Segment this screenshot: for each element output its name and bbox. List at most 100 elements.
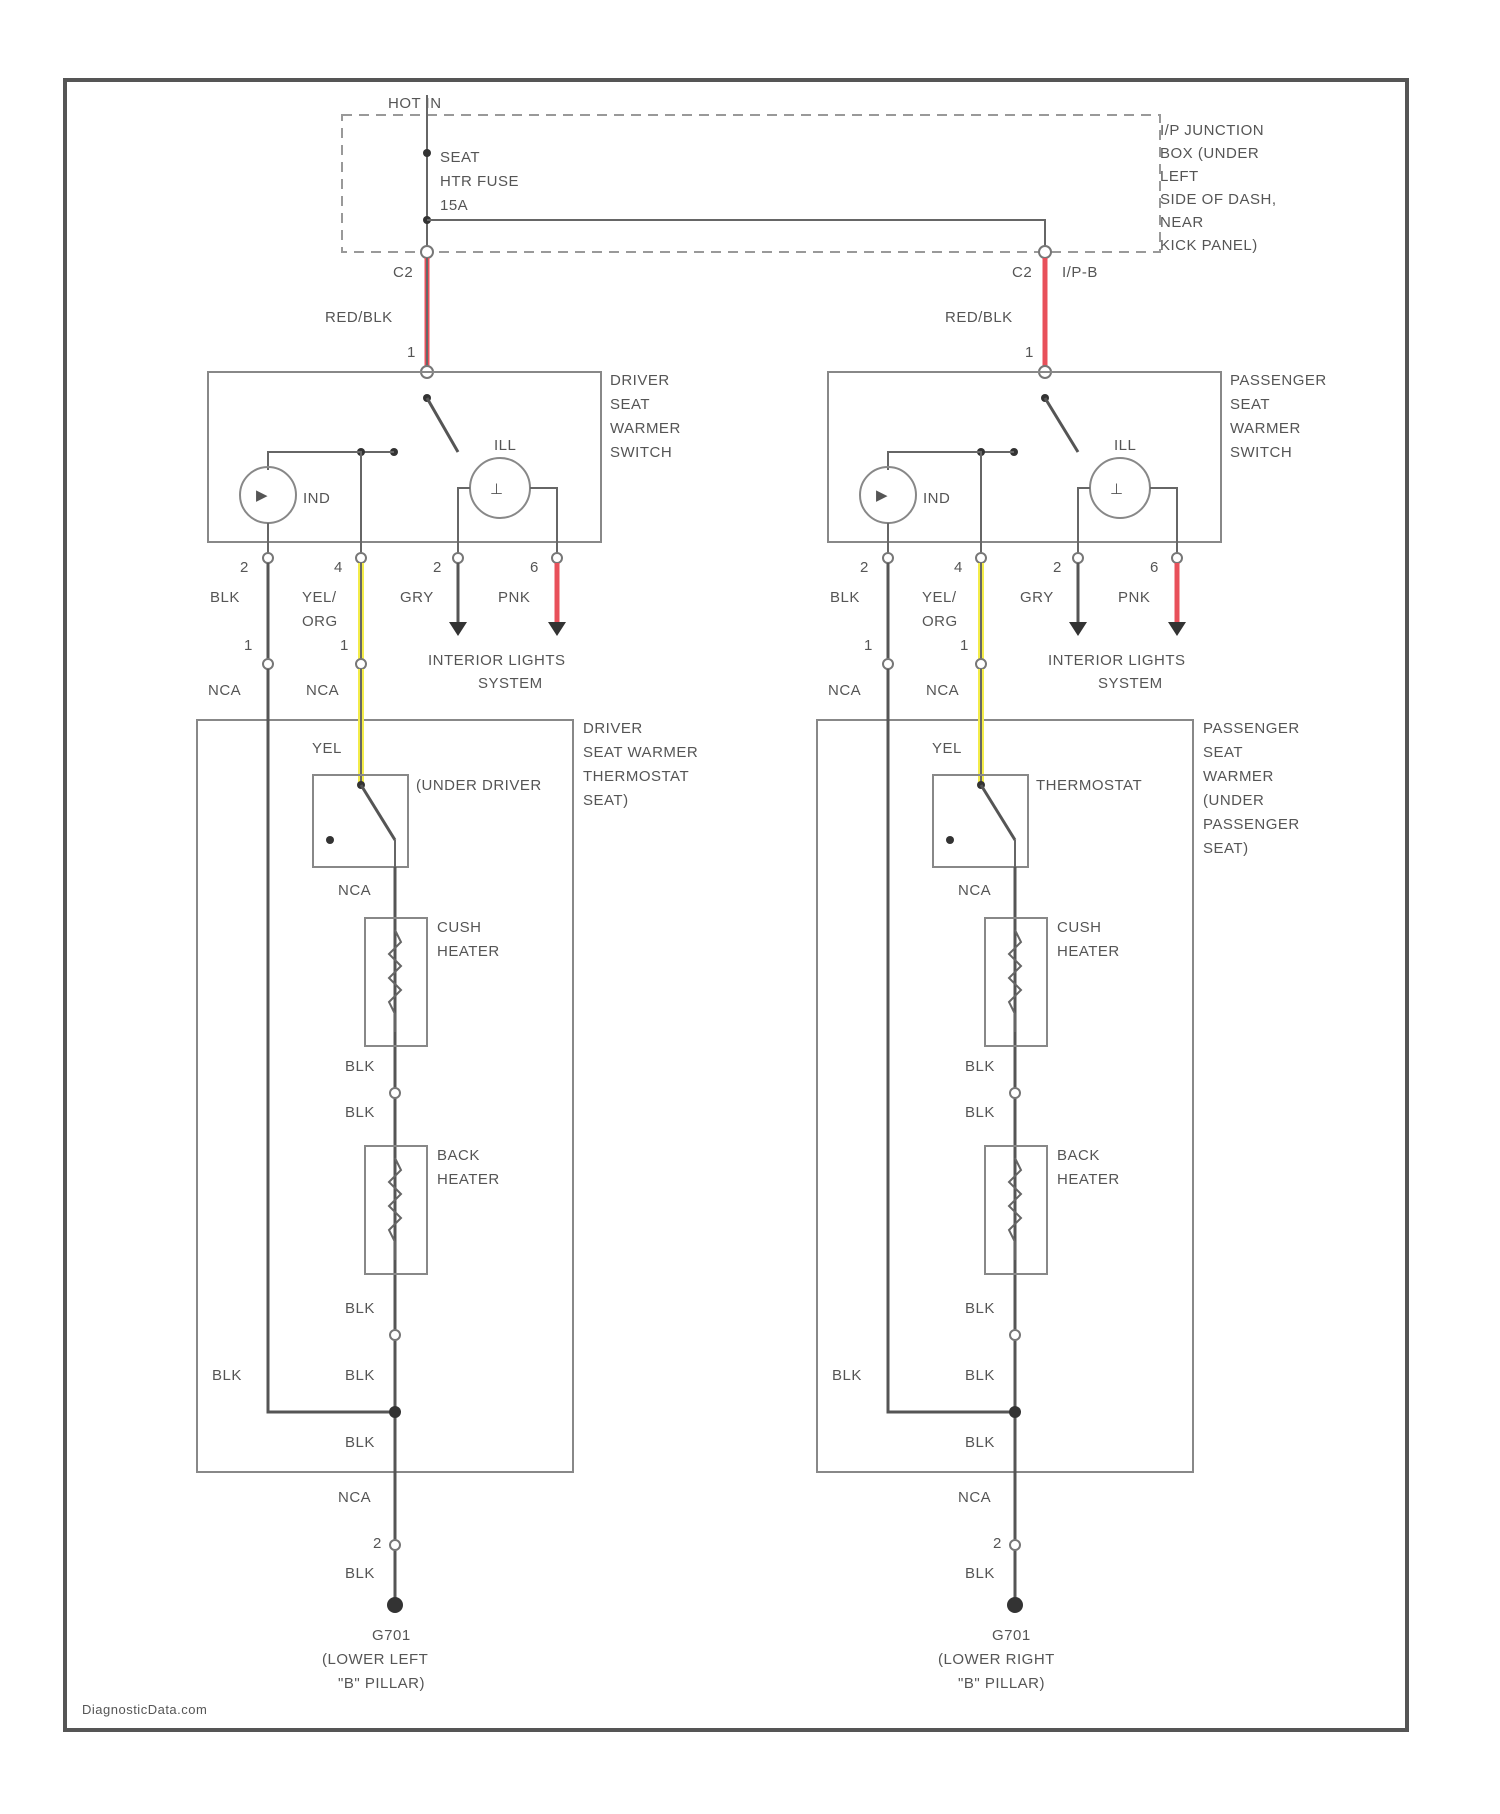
passenger-feed-wire-label: RED/BLK bbox=[945, 309, 1013, 326]
passenger-nca-bottom-label: NCA bbox=[958, 1489, 991, 1506]
driver-ground-pin-label: 2 bbox=[373, 1535, 382, 1552]
driver-blk-label-2: BLK bbox=[345, 1104, 375, 1121]
passenger-ill-label: ILL bbox=[1114, 437, 1136, 454]
driver-thermostat-blade bbox=[361, 785, 395, 840]
driver-module-label-line-2: SEAT WARMER bbox=[583, 744, 698, 761]
passenger-lower-pin-2: 1 bbox=[960, 637, 969, 654]
passenger-nca-label-2: NCA bbox=[926, 682, 959, 699]
passenger-blk-label-1: BLK bbox=[965, 1058, 995, 1075]
passenger-blk-label-2: BLK bbox=[965, 1104, 995, 1121]
passenger-blk-return-wire bbox=[888, 669, 1015, 1412]
passenger-ground-label-3: "B" PILLAR) bbox=[958, 1675, 1045, 1692]
passenger-ground-pin-label: 2 bbox=[993, 1535, 1002, 1552]
passenger-module-label-line-6: SEAT) bbox=[1203, 840, 1249, 857]
passenger-pnk-arrow-icon bbox=[1168, 622, 1186, 636]
driver-thermostat-module-box bbox=[197, 720, 573, 1472]
passenger-nca-label-1: NCA bbox=[828, 682, 861, 699]
passenger-pin-2-label: 4 bbox=[954, 559, 963, 576]
driver-cush-label-2: HEATER bbox=[437, 943, 500, 960]
driver-ground-label-3: "B" PILLAR) bbox=[338, 1675, 425, 1692]
passenger-ind-label: IND bbox=[923, 490, 950, 507]
passenger-pnk-wire-label: PNK bbox=[1118, 589, 1150, 606]
driver-switch-label-line-3: WARMER bbox=[610, 420, 681, 437]
driver-yel-wire-label-1: YEL/ bbox=[302, 589, 337, 606]
fuse-label-line-1: SEAT bbox=[440, 149, 480, 166]
passenger-yel-wire-label-2: ORG bbox=[922, 613, 958, 630]
driver-blk-label-6: BLK bbox=[345, 1565, 375, 1582]
passenger-pin-3-label: 2 bbox=[1053, 559, 1062, 576]
passenger-thermostat-label: THERMOSTAT bbox=[1036, 777, 1142, 794]
driver-cush-label-1: CUSH bbox=[437, 919, 482, 936]
driver-pnk-arrow-icon bbox=[548, 622, 566, 636]
driver-thermostat-contact-left bbox=[326, 836, 334, 844]
driver-ill-label: ILL bbox=[494, 437, 516, 454]
passenger-blk-label-5: BLK bbox=[965, 1434, 995, 1451]
driver-module-label-line-1: DRIVER bbox=[583, 720, 643, 737]
passenger-feed-pin-label: 1 bbox=[1025, 344, 1034, 361]
driver-pin-2-label: 4 bbox=[334, 559, 343, 576]
passenger-blk-label-4: BLK bbox=[965, 1367, 995, 1384]
driver-module-label-line-3: THERMOSTAT bbox=[583, 768, 689, 785]
passenger-ground-label-1: G701 bbox=[992, 1627, 1031, 1644]
diagram-frame bbox=[65, 80, 1407, 1730]
driver-ind-lamp-arrow: ▶ bbox=[256, 487, 268, 504]
junction-label-line-1: I/P JUNCTION bbox=[1160, 122, 1264, 139]
passenger-interior-lights-line-1: INTERIOR LIGHTS bbox=[1048, 652, 1186, 669]
driver-gry-wire-label: GRY bbox=[400, 589, 434, 606]
passenger-switch-blade bbox=[1045, 398, 1078, 452]
driver-ill-lamp-symbol: ⊥ bbox=[490, 481, 504, 498]
hot-in-label: HOT IN bbox=[388, 95, 442, 112]
passenger-gry-wire-label: GRY bbox=[1020, 589, 1054, 606]
driver-splice-dot bbox=[389, 1406, 401, 1418]
driver-lower-pin-1: 1 bbox=[244, 637, 253, 654]
junction-label-line-3: LEFT bbox=[1160, 168, 1199, 185]
passenger-ground-label-2: (LOWER RIGHT bbox=[938, 1651, 1055, 1668]
passenger-switch-label-line-3: WARMER bbox=[1230, 420, 1301, 437]
passenger-blk-wire-label: BLK bbox=[830, 589, 860, 606]
driver-switch-label-line-4: SWITCH bbox=[610, 444, 672, 461]
passenger-pin-1-label: 2 bbox=[860, 559, 869, 576]
junction-label-line-4: SIDE OF DASH, bbox=[1160, 191, 1277, 208]
driver-pin-4-label: 6 bbox=[530, 559, 539, 576]
driver-ind-label: IND bbox=[303, 490, 330, 507]
driver-blk-label-4: BLK bbox=[345, 1367, 375, 1384]
driver-back-label-2: HEATER bbox=[437, 1171, 500, 1188]
driver-junction-pin-label: C2 bbox=[393, 264, 413, 281]
passenger-yel-label: YEL bbox=[932, 740, 962, 757]
passenger-blk-left-label: BLK bbox=[832, 1367, 862, 1384]
passenger-seat-warmer-switch-box bbox=[828, 372, 1221, 542]
junction-label-line-2: BOX (UNDER bbox=[1160, 145, 1259, 162]
junction-label-line-6: KICK PANEL) bbox=[1160, 237, 1258, 254]
driver-pnk-wire-label: PNK bbox=[498, 589, 530, 606]
passenger-pin-4-label: 6 bbox=[1150, 559, 1159, 576]
driver-ground-icon bbox=[387, 1597, 403, 1613]
driver-blk-return-wire bbox=[268, 669, 395, 1412]
junction-label-line-5: NEAR bbox=[1160, 214, 1204, 231]
passenger-ill-lamp-symbol: ⊥ bbox=[1110, 481, 1124, 498]
passenger-ind-lamp-arrow: ▶ bbox=[876, 487, 888, 504]
driver-circuit: RED/BLK 1 DRIVER SEAT WARMER SWITCH ▶ IN… bbox=[197, 246, 698, 1692]
ip-junction-box: HOT IN SEAT HTR FUSE 15A I/P JUNCTION BO… bbox=[342, 95, 1277, 281]
junction-bus-wire bbox=[427, 220, 1045, 250]
driver-lower-pin-2: 1 bbox=[340, 637, 349, 654]
passenger-module-label-line-2: SEAT bbox=[1203, 744, 1243, 761]
driver-thermostat-label: (UNDER DRIVER bbox=[416, 777, 542, 794]
passenger-cush-label-2: HEATER bbox=[1057, 943, 1120, 960]
passenger-thermostat-module-box bbox=[817, 720, 1193, 1472]
fuse-terminal-top bbox=[423, 149, 431, 157]
driver-yel-wire-label-2: ORG bbox=[302, 613, 338, 630]
passenger-module-label-line-4: (UNDER bbox=[1203, 792, 1264, 809]
fuse-label-line-3: 15A bbox=[440, 197, 468, 214]
driver-blk-label-3: BLK bbox=[345, 1300, 375, 1317]
driver-switch-label-line-2: SEAT bbox=[610, 396, 650, 413]
passenger-cush-label-1: CUSH bbox=[1057, 919, 1102, 936]
driver-pin-1-label: 2 bbox=[240, 559, 249, 576]
passenger-back-label-1: BACK bbox=[1057, 1147, 1100, 1164]
driver-nca-mid-label: NCA bbox=[338, 882, 371, 899]
passenger-circuit: RED/BLK 1 PASSENGER SEAT WARMER SWITCH ▶… bbox=[817, 246, 1327, 1692]
driver-ground-label-2: (LOWER LEFT bbox=[322, 1651, 428, 1668]
driver-interior-lights-line-1: INTERIOR LIGHTS bbox=[428, 652, 566, 669]
passenger-lower-pin-1: 1 bbox=[864, 637, 873, 654]
driver-blk-label-1: BLK bbox=[345, 1058, 375, 1075]
driver-nca-label-1: NCA bbox=[208, 682, 241, 699]
